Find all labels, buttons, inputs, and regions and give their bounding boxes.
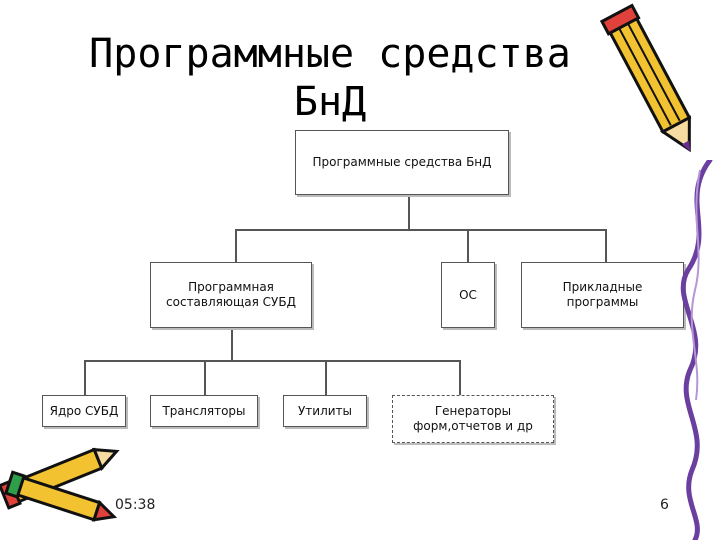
connector-level2-bus [84,360,461,362]
node-utilities: Утилиты [283,395,367,427]
node-apps: Прикладные программы [521,262,684,328]
connector-to-utilities [325,360,327,395]
slide-title-line2: БнД [293,79,367,125]
connector-to-generators [459,360,461,395]
node-root: Программные средства БнД [295,130,509,195]
connector-to-translators [204,360,206,395]
node-root-label: Программные средства БнД [312,155,492,169]
connector-root-down [408,195,410,230]
connector-to-os [467,229,469,262]
node-generators-label: Генераторы форм,отчетов и др [413,404,533,433]
footer-page-number: 6 [660,497,669,513]
node-apps-label: Прикладные программы [562,280,643,309]
node-dbms: Программная составляющая СУБД [150,262,312,328]
node-os: ОС [441,262,495,328]
connector-level1-bus [235,229,607,231]
slide-title-line1: Программные средства [89,31,571,77]
node-core: Ядро СУБД [42,395,126,427]
crayons-icon [0,447,120,522]
node-core-label: Ядро СУБД [49,403,119,418]
node-os-label: ОС [459,287,477,302]
node-translators: Трансляторы [150,395,258,427]
node-translators-label: Трансляторы [162,403,246,418]
node-utilities-label: Утилиты [297,403,353,418]
connector-to-apps [605,229,607,262]
connector-dbms-down [231,328,233,361]
slide-title: Программные средства БнД [40,30,620,126]
connector-to-core [84,360,86,395]
pencil-icon [600,3,692,153]
footer-time: 05:38 [115,497,156,513]
node-dbms-label: Программная составляющая СУБД [166,280,296,309]
node-generators: Генераторы форм,отчетов и др [392,395,554,443]
squiggle-border-icon [680,160,713,540]
connector-to-dbms [235,229,237,262]
